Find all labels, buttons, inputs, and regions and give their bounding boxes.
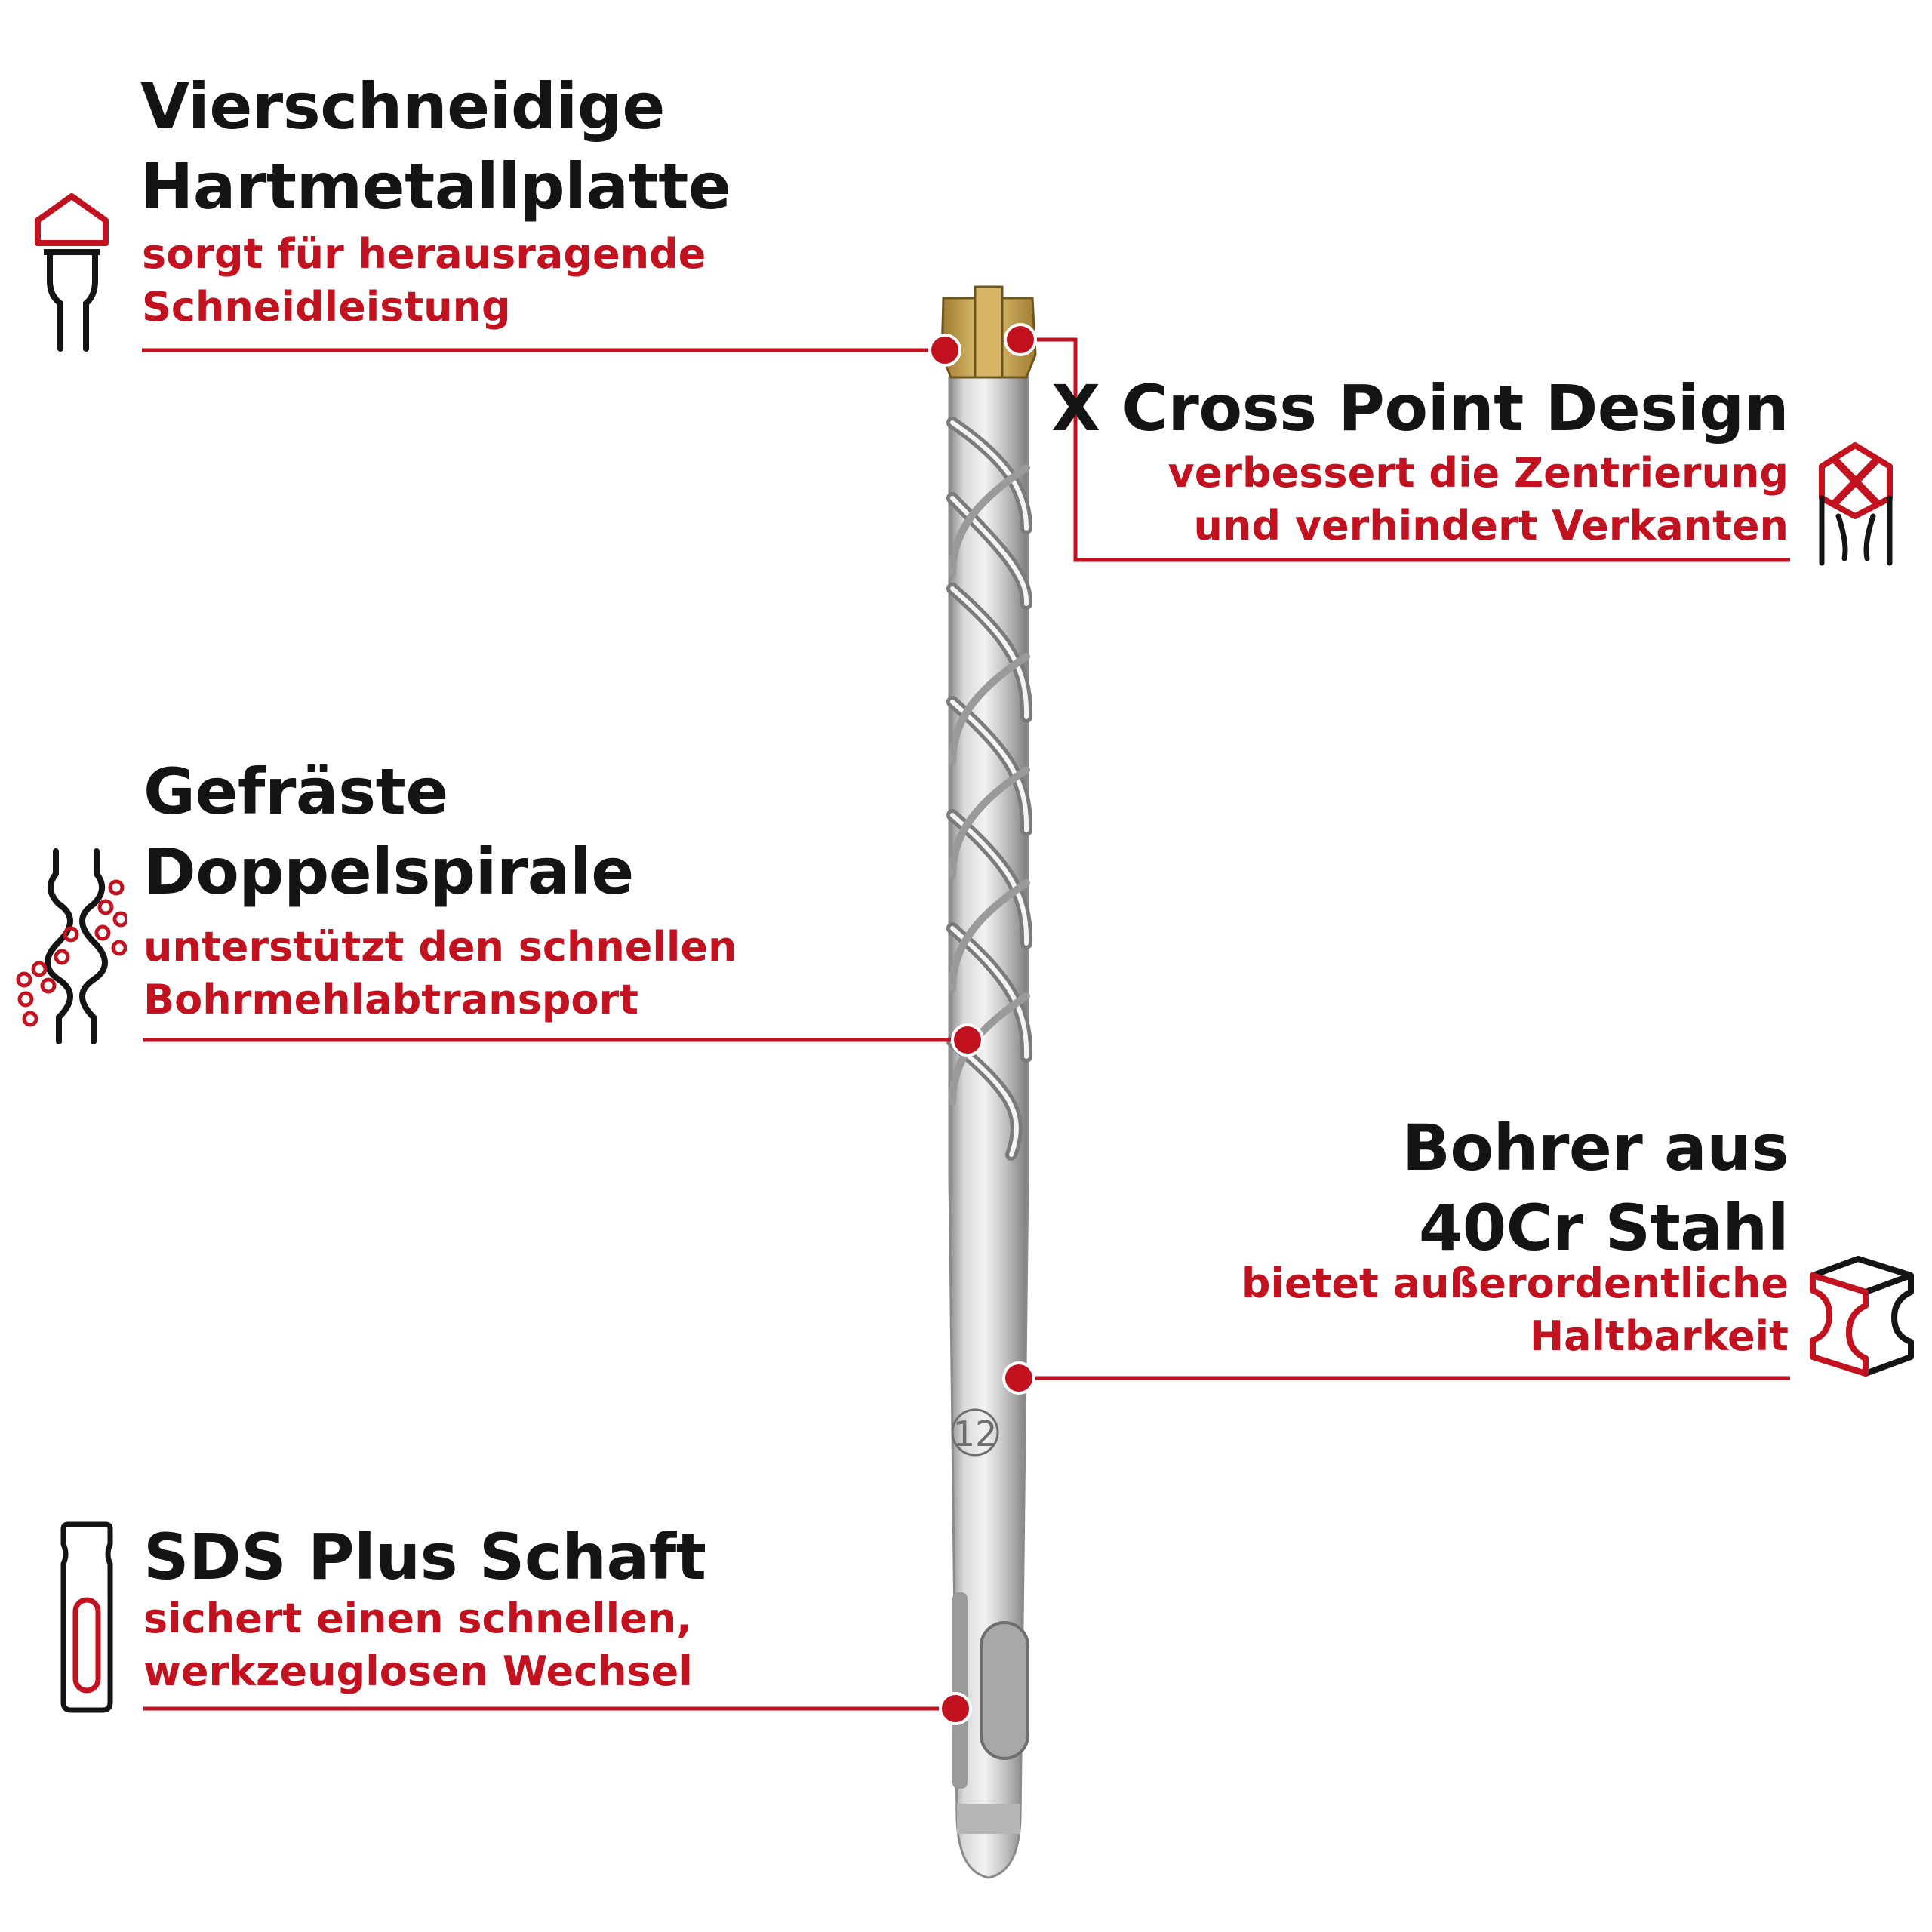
feature-title-line: Gefräste [143,755,448,829]
feature-subtitle-line: unterstützt den schnellen [143,923,737,971]
feature-title-line: X Cross Point Design [1051,371,1789,445]
feature-subtitle-steel: bietet außerordentliche Haltbarkeit [1241,1257,1789,1363]
steel-beam-icon [1810,1256,1914,1377]
feature-subtitle-line: sorgt für herausragende [142,230,706,278]
feature-title-line: Hartmetallplatte [140,149,731,223]
callout-lines [142,337,1790,1711]
feature-title-line: Doppelspirale [143,835,634,909]
feature-subtitle-spiral: unterstützt den schnellen Bohrmehlabtran… [143,921,737,1026]
sds-grooves [952,1592,1029,1834]
feature-subtitle-sds: sichert einen schnellen, werkzeuglosen W… [143,1592,693,1698]
spiral-flute-icon [16,848,127,1044]
carbide-tip [940,285,1037,379]
feature-title-line: Vierschneidige [140,69,665,143]
feature-title-steel: Bohrer aus 40Cr Stahl [1402,1108,1789,1268]
feature-subtitle-line: sichert einen schnellen, [143,1595,692,1642]
feature-subtitle-line: Haltbarkeit [1529,1312,1789,1360]
feature-title-line: 40Cr Stahl [1418,1191,1789,1265]
feature-subtitle-carbide: sorgt für herausragende Schneidleistung [142,228,706,334]
feature-subtitle-line: verbessert die Zentrierung [1168,449,1789,497]
spiral-flutes [946,417,1033,1161]
feature-subtitle-line: Bohrmehlabtransport [143,976,638,1023]
callout-dots [928,323,1037,1725]
feature-title-line: SDS Plus Schaft [143,1520,706,1594]
feature-subtitle-line: und verhindert Verkanten [1193,502,1789,549]
feature-subtitle-line: bietet außerordentliche [1241,1260,1789,1307]
cross-point-tip-icon [1819,442,1893,566]
size-marking: 12 [951,1408,999,1457]
feature-title-spiral: Gefräste Doppelspirale [143,752,634,912]
sds-shank-icon [60,1521,113,1713]
feature-title-x-cross: X Cross Point Design [1051,368,1789,448]
carbide-tip-icon [35,193,109,352]
feature-title-sds: SDS Plus Schaft [143,1517,706,1597]
feature-title-carbide: Vierschneidige Hartmetallplatte [140,66,731,226]
feature-subtitle-line: Schneidleistung [142,283,511,331]
feature-title-line: Bohrer aus [1401,1111,1789,1185]
feature-subtitle-line: werkzeuglosen Wechsel [143,1647,693,1695]
feature-subtitle-x-cross: verbessert die Zentrierung und verhinder… [1168,447,1789,552]
size-marking-label: 12 [953,1414,998,1454]
